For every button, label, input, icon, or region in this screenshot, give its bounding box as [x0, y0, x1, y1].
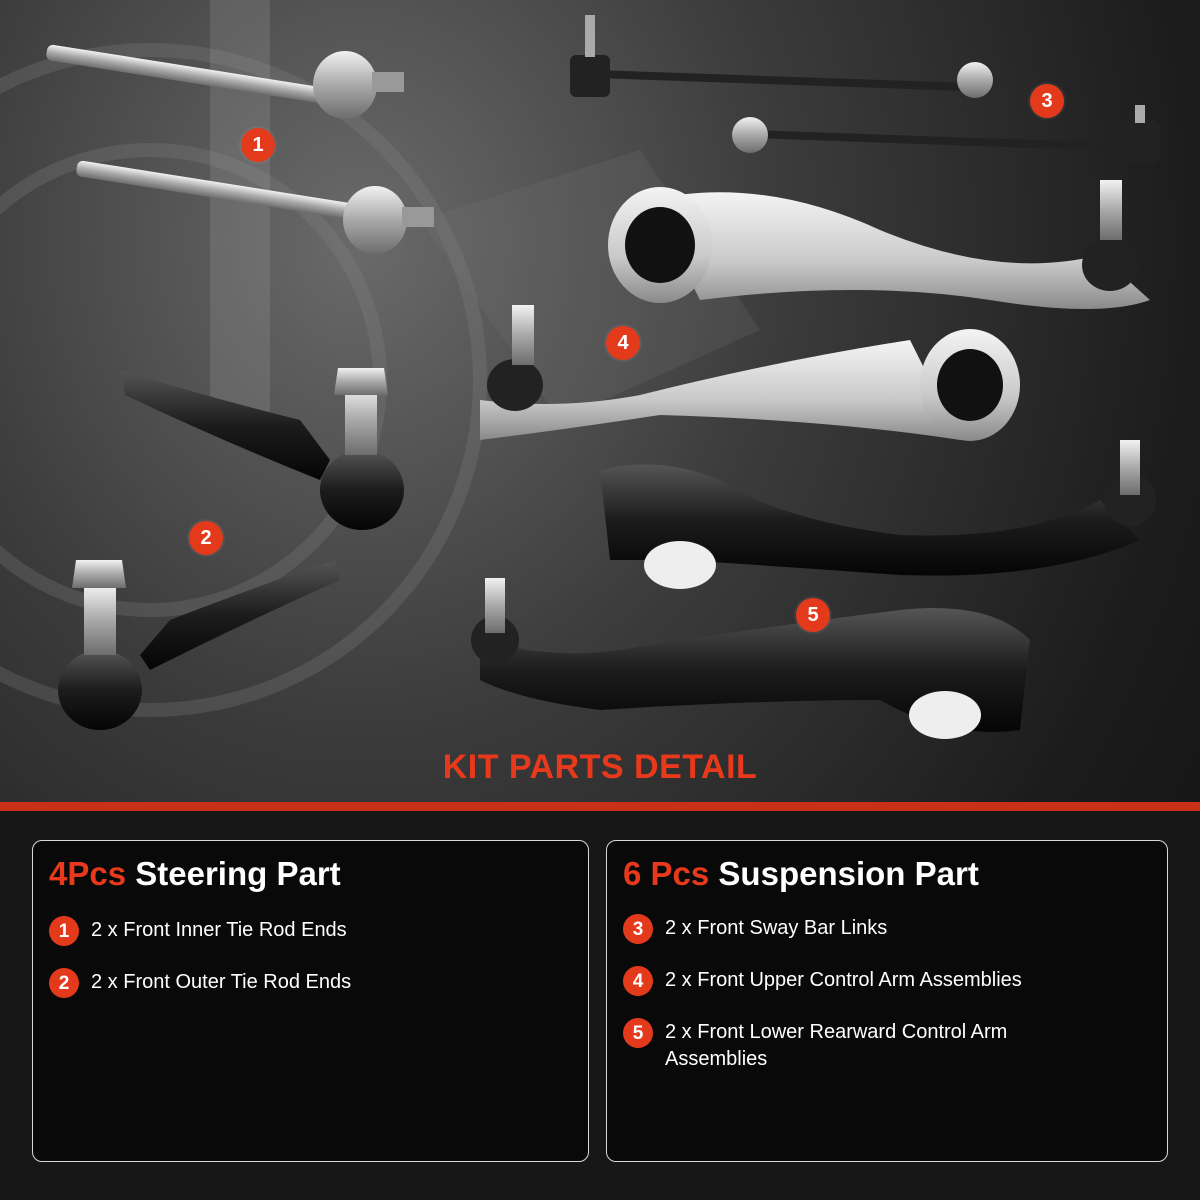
list-item: 4 2 x Front Upper Control Arm Assemblies: [623, 966, 1085, 996]
steering-title-text: Steering Part: [135, 855, 341, 892]
red-divider: [0, 802, 1200, 811]
suspension-title: 6 Pcs Suspension Part: [623, 855, 979, 893]
list-item: 3 2 x Front Sway Bar Links: [623, 914, 1085, 944]
lower-control-arm-1: [600, 440, 1156, 589]
item-text: 2 x Front Inner Tie Rod Ends: [91, 919, 347, 941]
part-badge-5: 5: [796, 598, 830, 632]
list-item: 1 2 x Front Inner Tie Rod Ends: [49, 916, 511, 946]
item-number: 5: [623, 1018, 653, 1048]
steering-title: 4Pcs Steering Part: [49, 855, 341, 893]
item-number: 4: [623, 966, 653, 996]
item-number: 3: [623, 914, 653, 944]
sway-bar-link-lower: [732, 105, 1160, 162]
list-item: 5 2 x Front Lower Rearward Control Arm A…: [623, 1018, 1035, 1073]
outer-tie-rod-upper: [120, 368, 404, 530]
item-text: 2 x Front Lower Rearward Control Arm Ass…: [665, 1021, 1008, 1070]
inner-tie-rod-upper: [46, 44, 404, 119]
suspension-panel: 6 Pcs Suspension Part 3 2 x Front Sway B…: [606, 840, 1168, 1162]
kit-parts-heading: KIT PARTS DETAIL: [442, 748, 758, 786]
upper-control-arm-2: [480, 305, 1020, 441]
item-number: 1: [49, 916, 79, 946]
parts-illustration: [0, 0, 1160, 739]
part-badge-3: 3: [1030, 84, 1064, 118]
lower-control-arm-2: [471, 578, 1030, 739]
part-badge-1: 1: [241, 128, 275, 162]
suspension-title-text: Suspension Part: [718, 855, 979, 892]
list-item: 2 2 x Front Outer Tie Rod Ends: [49, 968, 511, 998]
steering-panel: 4Pcs Steering Part 1 2 x Front Inner Tie…: [32, 840, 589, 1162]
suspension-count: 6 Pcs: [623, 855, 710, 892]
item-text: 2 x Front Upper Control Arm Assemblies: [665, 969, 1022, 991]
part-badge-2: 2: [189, 521, 223, 555]
inner-tie-rod-lower: [76, 160, 434, 254]
item-text: 2 x Front Sway Bar Links: [665, 917, 888, 939]
item-number: 2: [49, 968, 79, 998]
steering-count: 4Pcs: [49, 855, 127, 892]
part-badge-4: 4: [606, 326, 640, 360]
upper-control-arm-1: [608, 180, 1150, 309]
item-text: 2 x Front Outer Tie Rod Ends: [91, 971, 352, 993]
outer-tie-rod-lower: [58, 560, 340, 730]
sway-bar-link-upper: [570, 15, 993, 98]
